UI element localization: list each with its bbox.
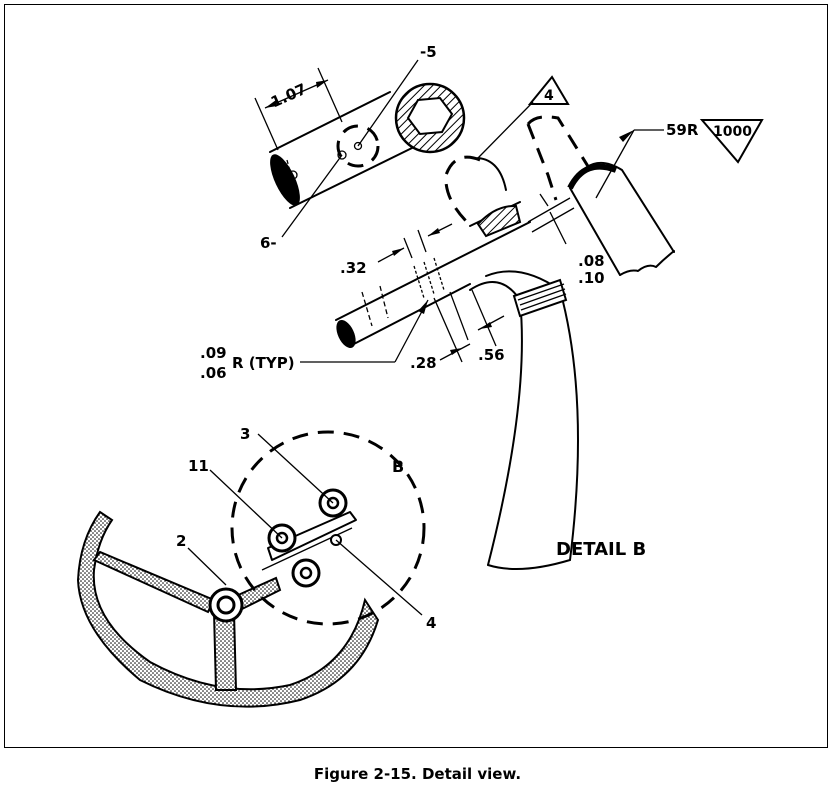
dimension-0-08-0-10: .08 .10	[527, 193, 605, 287]
callout-5-label: -5	[420, 43, 437, 61]
dimension-0-32: .32	[340, 223, 453, 277]
finish-1000-label: 1000	[713, 124, 752, 140]
figure-caption: Figure 2-15. Detail view.	[313, 765, 522, 783]
dimension-0-28-0-56: .28 .56	[410, 289, 505, 372]
dim-1-07-label: 1.07	[268, 80, 309, 111]
dim-0-08-label: .08	[578, 252, 605, 270]
radius-59r-label: 59R	[666, 121, 699, 139]
curved-handle	[469, 270, 579, 570]
callout-6: 6-	[260, 154, 343, 252]
wheel-assembly: 2	[76, 510, 380, 708]
callout-3-label: 3	[240, 425, 250, 443]
callout-4-label: 4	[426, 614, 436, 632]
drawing-frame	[4, 4, 828, 748]
detail-b-marker: B	[392, 457, 404, 476]
bracket-loop	[444, 155, 522, 238]
flag-note-4: 4	[477, 75, 570, 159]
dim-0-28-label: .28	[410, 354, 437, 372]
flag-4-label: 4	[544, 88, 554, 104]
detail-b-circle: B	[230, 430, 426, 626]
detail-b-title: DETAIL B	[556, 539, 646, 560]
technical-drawing: 1.07 -5 6- 4 59R 1000	[76, 43, 764, 708]
radius-59r: 59R 1000	[595, 119, 764, 199]
dim-0-09-label: .09	[200, 344, 227, 362]
dim-0-06-label: .06	[200, 364, 227, 382]
center-tube	[335, 221, 531, 349]
detail-b-parts: 3 11 4	[188, 425, 436, 632]
detail-circle-5: -5	[336, 43, 437, 168]
callout-2-label: 2	[176, 532, 186, 550]
radius-typ-callout: .09 .06 R (TYP)	[200, 299, 429, 382]
right-tube-end	[526, 115, 675, 276]
dim-0-32-label: .32	[340, 259, 367, 277]
hex-section	[394, 82, 466, 154]
dim-0-56-label: .56	[478, 346, 505, 364]
radius-typ-label: R (TYP)	[232, 354, 295, 372]
dim-0-10-label: .10	[578, 269, 605, 287]
callout-11-label: 11	[188, 457, 209, 475]
callout-6-label: 6-	[260, 234, 277, 252]
